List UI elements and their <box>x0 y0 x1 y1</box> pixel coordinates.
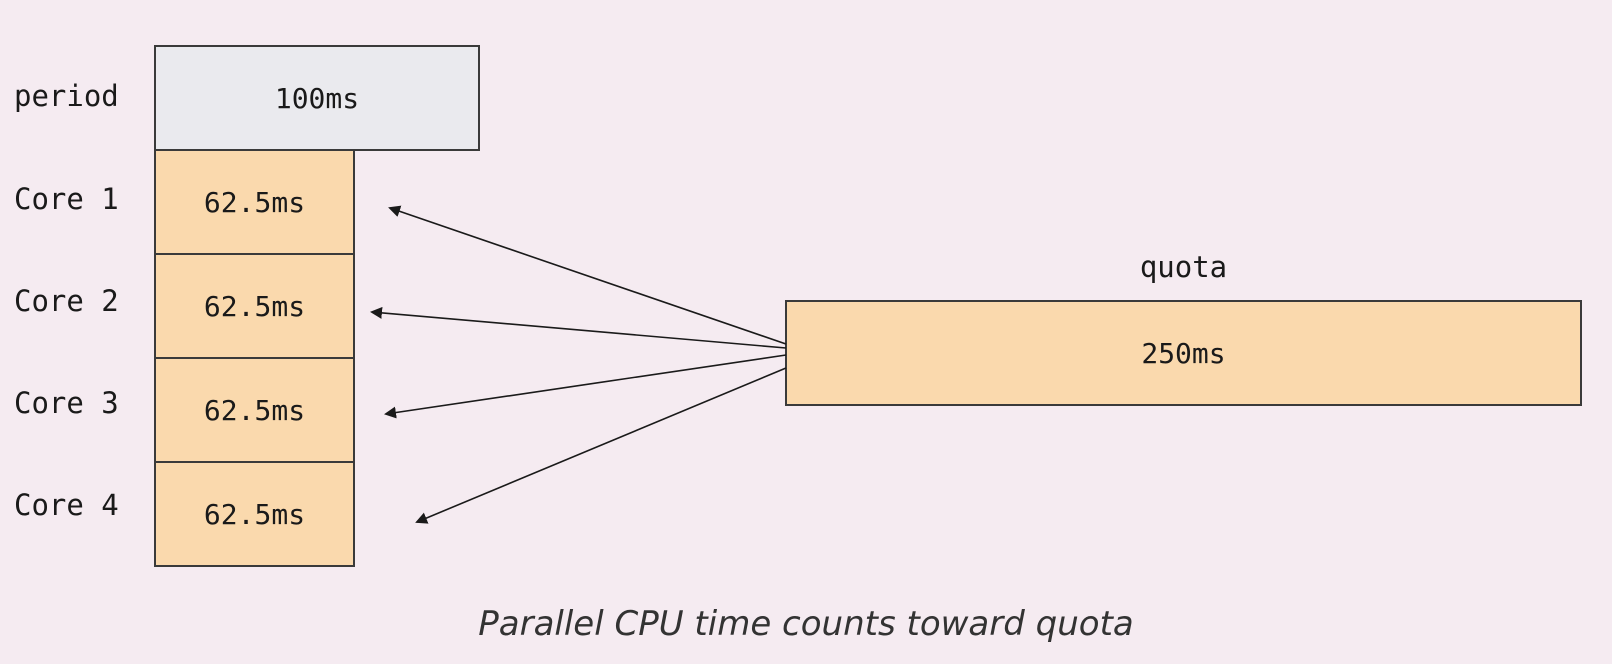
quota-box: 250ms <box>785 300 1582 406</box>
arrow-to-core-3 <box>384 354 787 419</box>
quota-label: quota <box>1139 250 1228 284</box>
core-1-value: 62.5ms <box>203 185 306 219</box>
core-3-label: Core 3 <box>14 386 119 420</box>
period-label: period <box>14 79 119 113</box>
core-2-value: 62.5ms <box>203 289 306 323</box>
core-4-label: Core 4 <box>14 488 119 522</box>
arrow-to-core-1 <box>388 205 787 345</box>
arrow-to-core-2 <box>370 306 787 349</box>
diagram-caption: Parallel CPU time counts toward quota <box>478 604 1134 644</box>
core-4-value: 62.5ms <box>203 497 306 531</box>
core-2-label: Core 2 <box>14 284 119 318</box>
period-box: 100ms <box>154 45 480 151</box>
core-4-box: 62.5ms <box>154 461 355 567</box>
core-3-value: 62.5ms <box>203 393 306 427</box>
core-1-label: Core 1 <box>14 182 119 216</box>
quota-value: 250ms <box>1141 336 1226 370</box>
arrow-to-core-4 <box>415 367 787 524</box>
period-value: 100ms <box>274 81 360 115</box>
